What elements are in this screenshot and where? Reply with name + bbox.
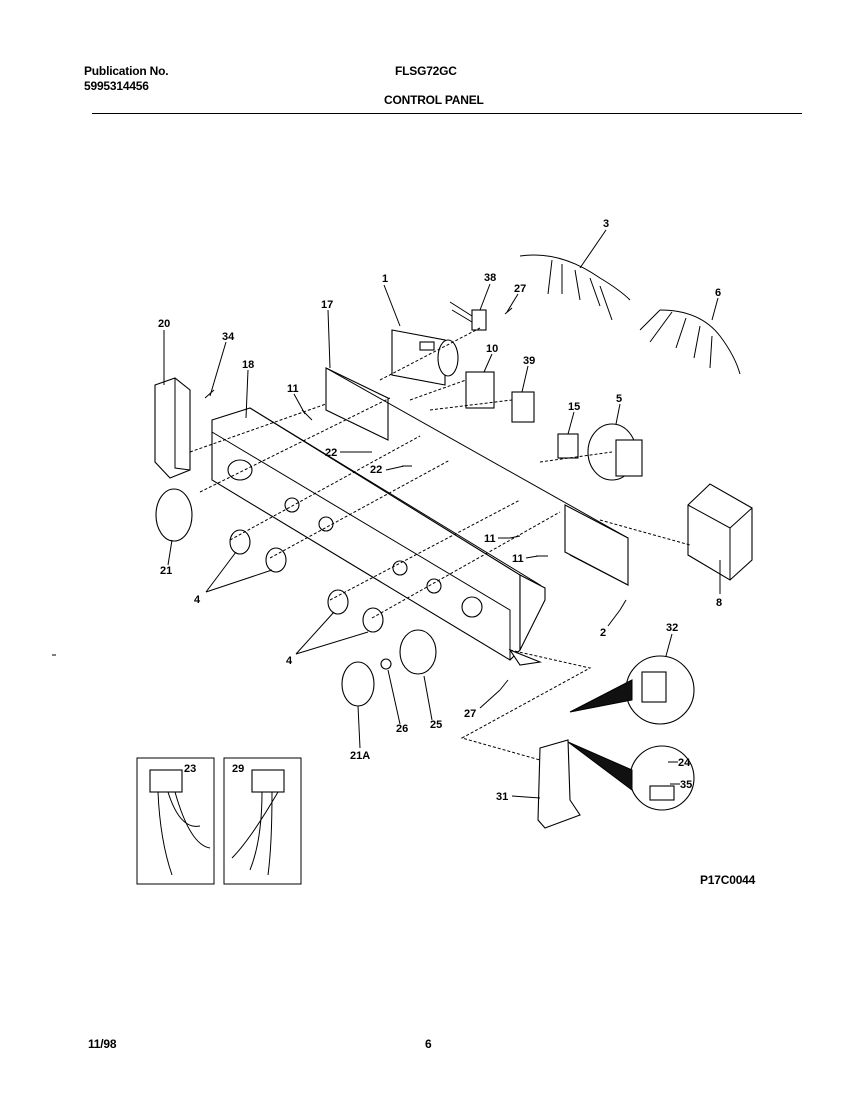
callout-22-a: 22 [325, 447, 337, 459]
callout-labels: 1 2 3 4 4 5 6 8 10 11 11 11 15 17 18 20 … [158, 218, 722, 803]
connector-29 [251, 769, 285, 793]
skirt-25 [399, 629, 437, 675]
control-panel-body [211, 407, 546, 666]
callout-18: 18 [242, 359, 254, 371]
side-bracket-20 [154, 377, 191, 479]
callout-1: 1 [382, 273, 388, 285]
callout-4-b: 4 [286, 655, 293, 667]
callout-8: 8 [716, 597, 722, 609]
callout-17: 17 [321, 299, 333, 311]
callout-26: 26 [396, 723, 408, 735]
wires-23 [157, 791, 211, 876]
knob-group [229, 529, 384, 633]
publication-label: Publication No. [84, 64, 169, 78]
callout-11-c: 11 [512, 553, 524, 565]
callout-35: 35 [680, 779, 692, 791]
large-knob-21a [341, 661, 375, 707]
callout-23: 23 [184, 763, 196, 775]
callout-39: 39 [523, 355, 535, 367]
timer-part [391, 329, 459, 386]
callout-21a: 21A [350, 750, 370, 762]
inset-box-29 [223, 757, 302, 885]
callout-5: 5 [616, 393, 622, 405]
callout-2: 2 [600, 627, 606, 639]
callout-25: 25 [430, 719, 442, 731]
detail-circle-32 [569, 655, 695, 725]
detail-circle-24-35 [567, 741, 695, 811]
rear-bracket [325, 367, 629, 586]
switch-39 [511, 391, 535, 423]
washer-26 [380, 658, 392, 670]
callout-24: 24 [678, 757, 691, 769]
publication-number: 5995314456 [84, 79, 149, 93]
footer-page: 6 [425, 1037, 432, 1051]
large-knob-21 [155, 488, 193, 542]
callout-11-b: 11 [484, 533, 496, 545]
inset-box-23 [136, 757, 215, 885]
footer-date: 11/98 [88, 1037, 117, 1051]
control-box [687, 483, 753, 581]
callout-38: 38 [484, 272, 496, 284]
callout-3: 3 [603, 218, 609, 230]
callout-21: 21 [160, 565, 172, 577]
callout-27-a: 27 [514, 283, 526, 295]
callout-6: 6 [715, 287, 721, 299]
callout-34: 34 [222, 331, 235, 343]
assembly-lines [189, 327, 691, 761]
pressure-switch [587, 423, 643, 481]
wire-harness-3 [519, 254, 631, 321]
callout-29: 29 [232, 763, 244, 775]
callout-15: 15 [568, 401, 580, 413]
callout-10: 10 [486, 343, 498, 355]
wires-29 [231, 791, 279, 876]
callout-22-b: 22 [370, 464, 382, 476]
end-cap-31 [537, 739, 581, 829]
section-title: CONTROL PANEL [384, 93, 484, 107]
switch-15 [557, 433, 579, 459]
model-number: FLSG72GC [395, 64, 457, 78]
callout-4-a: 4 [194, 594, 201, 606]
callout-27-b: 27 [464, 708, 476, 720]
connector-23 [149, 769, 183, 793]
callout-11-a: 11 [287, 383, 299, 395]
callout-20: 20 [158, 318, 170, 330]
connector-38 [471, 309, 487, 331]
leader-lines [163, 229, 721, 799]
wire-harness-6 [639, 309, 741, 375]
connector-38-wires [449, 301, 473, 323]
callout-32: 32 [666, 622, 678, 634]
header-rule [92, 113, 802, 114]
switch-10 [465, 371, 495, 409]
drawing-number: P17C0044 [700, 873, 756, 887]
callout-31: 31 [496, 791, 508, 803]
